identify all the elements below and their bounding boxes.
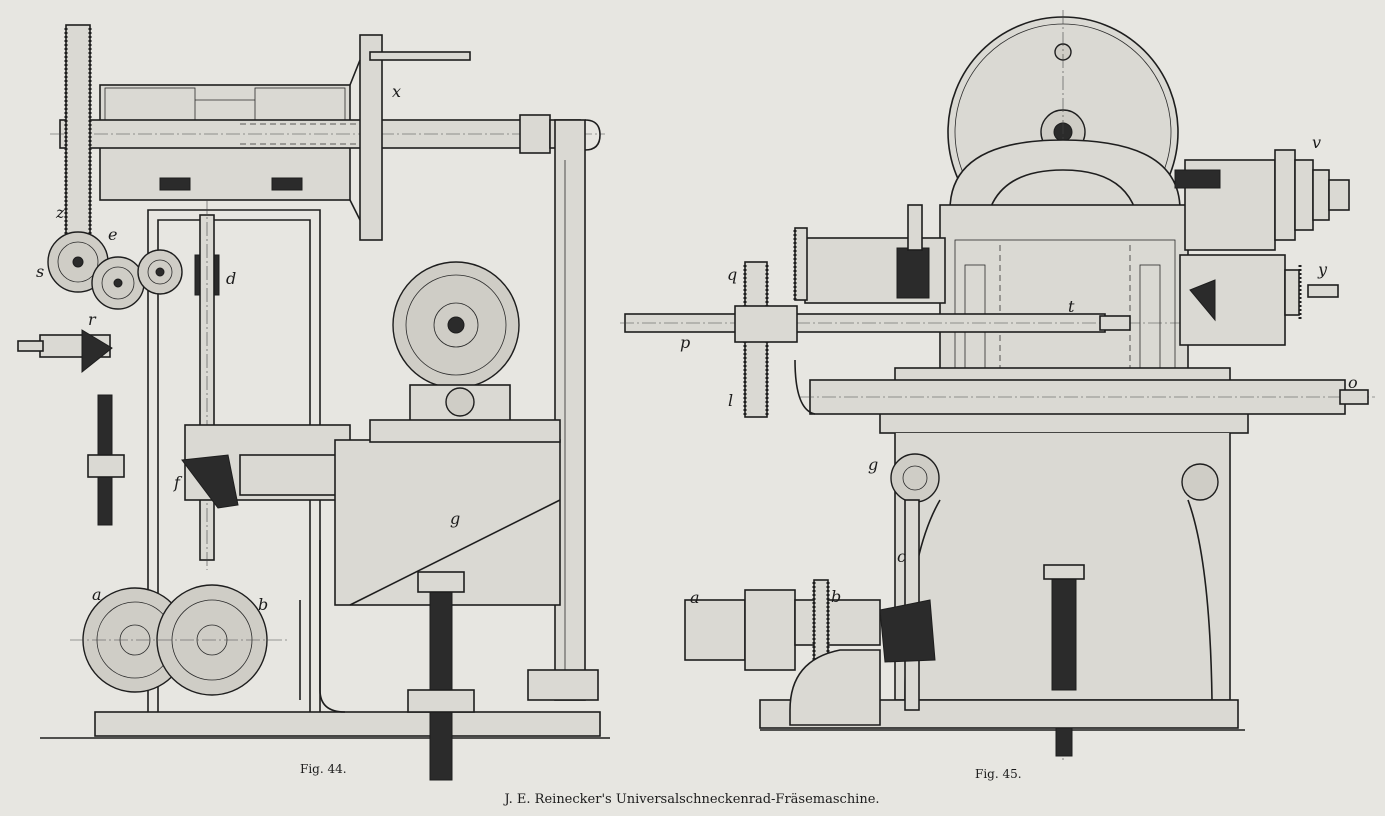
fig44-label-r: r bbox=[88, 310, 97, 329]
fig45-label-a: a bbox=[690, 588, 700, 607]
fig44-label-a: a bbox=[92, 585, 102, 604]
fig44-caption: Fig. 44. bbox=[300, 762, 347, 776]
fig44-right-arm bbox=[554, 119, 586, 701]
fig44-disc-x bbox=[359, 34, 383, 241]
fig45-pulley-a bbox=[684, 599, 746, 661]
fig45-label-c: c bbox=[897, 547, 906, 566]
fig45-bevel-g bbox=[890, 453, 940, 503]
fig44-label-s: s bbox=[36, 262, 44, 281]
fig45-center-screw bbox=[1051, 569, 1077, 691]
fig45-label-y: y bbox=[1317, 260, 1328, 279]
fig44-label-g: g bbox=[450, 509, 460, 528]
figure-44-drawing bbox=[17, 24, 610, 781]
fig45-label-l: l bbox=[728, 391, 733, 410]
fig45-label-g: g bbox=[868, 455, 878, 474]
fig44-label-z: z bbox=[55, 203, 65, 222]
fig44-rack-z bbox=[65, 24, 91, 246]
fig44-lower-screw bbox=[429, 589, 453, 781]
fig45-label-b: b bbox=[831, 587, 841, 606]
fig44-label-e: e bbox=[108, 225, 117, 244]
fig44-label-x: x bbox=[392, 82, 401, 101]
fig45-caption: Fig. 45. bbox=[975, 767, 1022, 781]
plate-title: J. E. Reinecker's Universalschneckenrad-… bbox=[502, 792, 879, 807]
fig45-label-p: p bbox=[680, 333, 690, 352]
fig45-label-t: t bbox=[1068, 297, 1075, 316]
fig44-label-b: b bbox=[258, 595, 268, 614]
fig45-label-v: v bbox=[1312, 133, 1321, 152]
fig45-label-o: o bbox=[1348, 373, 1358, 392]
fig45-head-y bbox=[1179, 254, 1286, 346]
figure-45-drawing bbox=[620, 10, 1375, 760]
fig44-label-f: f bbox=[173, 473, 183, 492]
fig44-label-d: d bbox=[226, 269, 236, 288]
fig45-label-q: q bbox=[727, 265, 737, 284]
fig44-base bbox=[94, 711, 601, 737]
